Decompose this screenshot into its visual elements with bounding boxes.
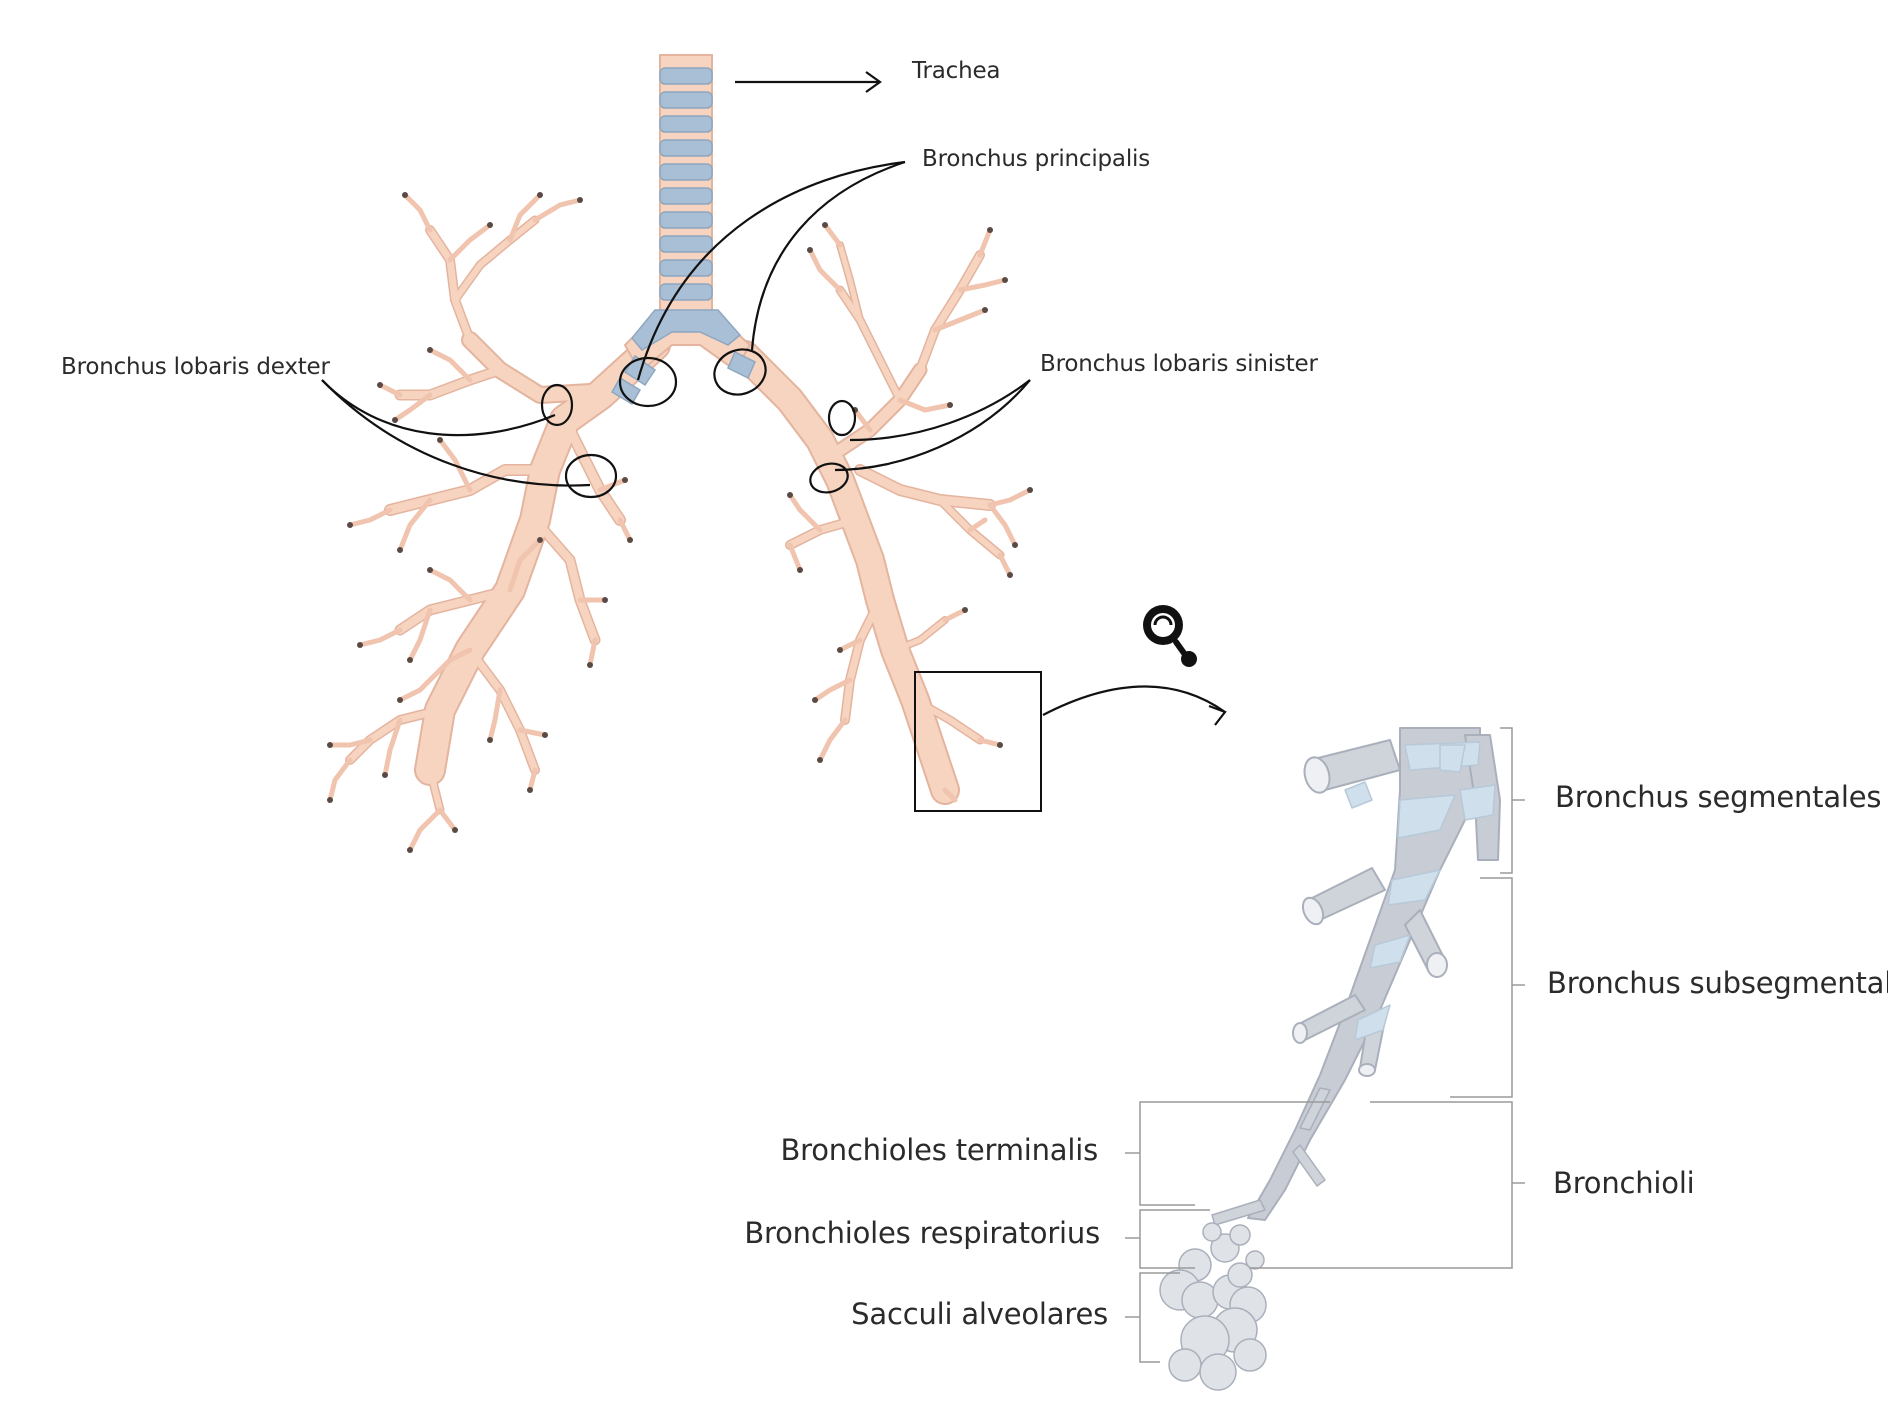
label-bronchus-lobaris-dexter: Bronchus lobaris dexter xyxy=(61,354,330,380)
lobaris-dexter-leader-a xyxy=(321,379,556,437)
label-bronchus-subsegmentales: Bronchus subsegmentales xyxy=(1547,966,1888,1000)
label-bronchus-lobaris-sinister: Bronchus lobaris sinister xyxy=(1040,351,1318,377)
zoom-arrow xyxy=(1042,685,1226,716)
label-sacculi-alveolares: Sacculi alveolares xyxy=(851,1297,1108,1331)
principalis-leader-right xyxy=(636,160,906,381)
trachea-shape xyxy=(610,54,756,406)
zoomed-bronchus-detail xyxy=(1159,727,1501,1391)
label-bronchus-principalis: Bronchus principalis xyxy=(922,146,1150,172)
lobaris-sinister-leader-a xyxy=(849,379,1031,442)
alveolar-sacs xyxy=(1159,1222,1267,1391)
label-bronchioles-respiratorius: Bronchioles respiratorius xyxy=(744,1216,1100,1250)
lobaris-sinister-leader-b xyxy=(834,379,1031,472)
left-bronchial-tree xyxy=(730,222,1033,805)
principalis-leader-left xyxy=(750,160,906,351)
lobaris-dexter-leader-b xyxy=(321,379,591,487)
right-bronchial-tree xyxy=(327,192,671,853)
brackets xyxy=(1125,727,1525,1363)
label-bronchus-segmentales: Bronchus segmentales xyxy=(1555,780,1882,814)
label-trachea: Trachea xyxy=(912,58,1001,84)
zoom-region-box xyxy=(914,671,1042,812)
label-bronchioli: Bronchioli xyxy=(1553,1166,1695,1200)
leader-lines xyxy=(321,71,1227,812)
label-bronchioles-terminalis: Bronchioles terminalis xyxy=(780,1133,1098,1167)
magnifier-icon xyxy=(1143,605,1197,667)
